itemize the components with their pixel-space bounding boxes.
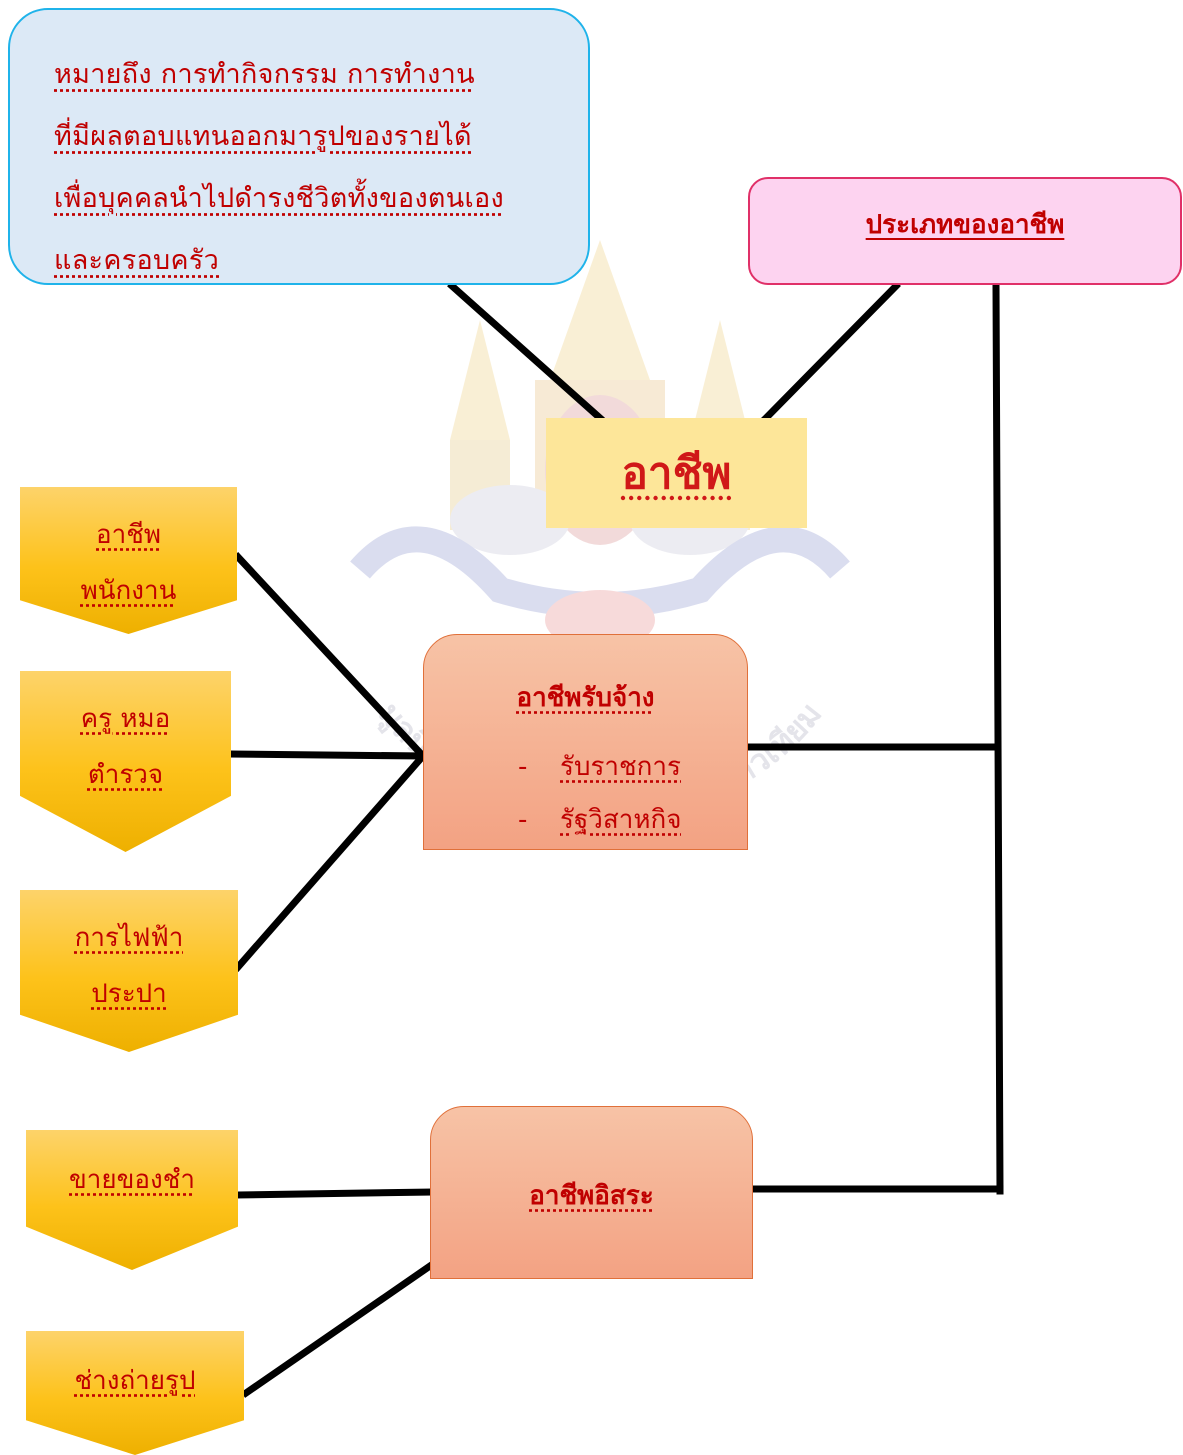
types-box: ประเภทของอาชีพ — [748, 177, 1182, 285]
connector-example1-to-hire — [238, 557, 423, 756]
item-text: รับราชการ — [560, 752, 681, 782]
connector-definition-to-main — [452, 286, 600, 418]
connector-example5-to-free — [246, 1266, 430, 1393]
types-title: ประเภทของอาชีพ — [866, 204, 1065, 245]
connector-example4-to-free — [238, 1192, 430, 1195]
connector-types-to-main — [766, 286, 896, 418]
example-line: ประปา — [91, 966, 167, 1022]
category-hire-box: อาชีพรับจ้าง -รับราชการ -รัฐวิสาหกิจ — [423, 634, 748, 850]
connector-example2-to-hire — [231, 754, 423, 756]
definition-line: เพื่อบุคคลนำไปดำรงชีวิตทั้งของตนเอง — [54, 168, 558, 230]
definition-line: หมายถึง การทำกิจกรรม การทำงาน — [54, 44, 558, 106]
item-dash: - — [518, 805, 560, 835]
example-line: ตำรวจ — [88, 747, 163, 803]
main-topic-box: อาชีพ — [546, 418, 807, 528]
connector-types-trunk — [996, 286, 1000, 1191]
category-hire-title: อาชีพรับจ้าง — [424, 677, 747, 718]
item-dash: - — [518, 752, 560, 782]
example-line: ช่างถ่ายรูป — [75, 1353, 196, 1409]
category-hire-item: -รัฐวิสาหกิจ — [518, 799, 747, 840]
example-line: การไฟฟ้า — [75, 910, 184, 966]
connector-example3-to-hire — [238, 756, 423, 967]
definition-box: หมายถึง การทำกิจกรรม การทำงาน ที่มีผลตอบ… — [8, 8, 590, 285]
example-line: ครู หมอ — [81, 691, 171, 747]
item-text: รัฐวิสาหกิจ — [560, 805, 682, 835]
category-freelance-box: อาชีพอิสระ — [430, 1106, 753, 1279]
category-freelance-title: อาชีพอิสระ — [431, 1175, 752, 1216]
example-line: ขายของชำ — [69, 1152, 195, 1208]
definition-line: และครอบครัว — [54, 230, 558, 292]
main-title: อาชีพ — [622, 438, 732, 508]
example-line: อาชีพ — [96, 507, 161, 563]
example-line: พนักงาน — [81, 563, 177, 619]
definition-line: ที่มีผลตอบแทนออกมารูปของรายได้ — [54, 106, 558, 168]
category-hire-item: -รับราชการ — [518, 746, 747, 787]
